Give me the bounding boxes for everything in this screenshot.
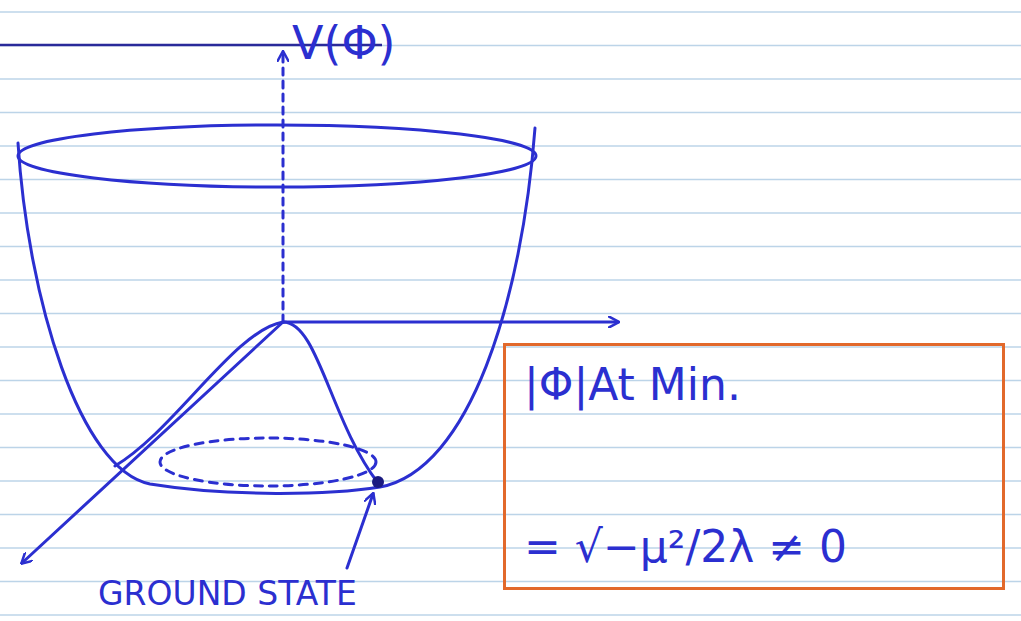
ruled-line	[0, 145, 1021, 147]
ruled-line	[0, 547, 1021, 549]
ruled-line	[0, 480, 1021, 482]
ruled-line	[0, 614, 1021, 616]
horizontal-axis	[283, 321, 618, 324]
ruled-line	[0, 45, 1021, 47]
ruled-line	[0, 11, 1021, 13]
ruled-line	[0, 112, 1021, 114]
axis-label: V(Φ)	[292, 16, 396, 70]
minimum-circle	[160, 438, 376, 486]
ruled-line	[0, 380, 1021, 382]
ruled-line	[0, 346, 1021, 348]
ruled-line	[0, 313, 1021, 315]
box-heading: |Φ|At Min.	[524, 360, 984, 411]
ground-state-pointer	[347, 494, 373, 568]
ruled-line	[0, 514, 1021, 516]
ruled-line	[0, 78, 1021, 80]
depth-axis	[22, 322, 283, 563]
ruled-line	[0, 246, 1021, 248]
bowl-rim	[18, 125, 536, 187]
ruled-line	[0, 447, 1021, 449]
ruled-line	[0, 212, 1021, 214]
ruled-line	[0, 179, 1021, 181]
box-formula: = √−μ²/2λ ≠ 0	[524, 522, 984, 573]
ruled-lines	[0, 12, 1021, 615]
result-box: |Φ|At Min. = √−μ²/2λ ≠ 0	[503, 343, 1005, 590]
ground-state-label: GROUND STATE	[98, 574, 357, 613]
ruled-line	[0, 279, 1021, 281]
bowl-outline	[18, 128, 535, 493]
hat-peak	[115, 322, 378, 483]
ruled-line	[0, 413, 1021, 415]
ground-state-dot	[372, 476, 384, 488]
